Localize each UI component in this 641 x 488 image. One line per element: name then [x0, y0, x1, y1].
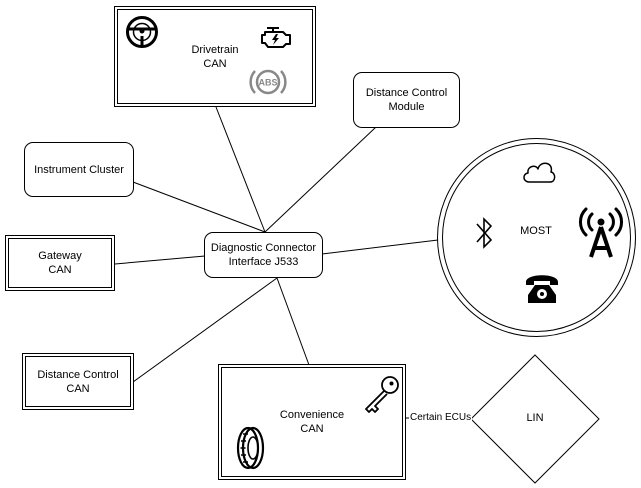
drivetrain-can-box[interactable]: Drivetrain CAN	[114, 6, 316, 107]
lin-diamond[interactable]	[470, 354, 600, 484]
edge-cluster-diagnostic	[132, 181, 266, 233]
most-ring[interactable]	[436, 137, 637, 338]
edge-distance-module-diagnostic	[264, 126, 377, 233]
convenience-can-box[interactable]: Convenience CAN	[218, 364, 406, 480]
edge-drivetrain-diagnostic	[215, 106, 266, 233]
cloud-icon	[523, 162, 556, 183]
edge-distance-can-diagnostic	[132, 277, 278, 383]
distance-control-module-box[interactable]: Distance Control Module	[353, 72, 460, 128]
diagnostic-connector-label: Diagnostic Connector Interface J533	[210, 242, 317, 268]
engine-warning-icon	[261, 27, 291, 48]
distance-control-can-box[interactable]: Distance Control CAN	[22, 353, 134, 410]
svg-text:ABS: ABS	[258, 78, 277, 88]
certain-ecus-label: Certain ECUs	[409, 412, 473, 424]
most-label: MOST	[520, 225, 552, 237]
distance-control-module-label: Distance Control Module	[365, 87, 448, 113]
gateway-can-label: Gateway CAN	[38, 250, 82, 276]
bluetooth-icon	[476, 217, 493, 249]
distance-control-can-label: Distance Control CAN	[37, 368, 119, 395]
edge-gateway-diagnostic	[114, 255, 206, 265]
drivetrain-can-label: Drivetrain CAN	[191, 43, 239, 70]
lin-label: LIN	[526, 412, 544, 424]
instrument-cluster-box[interactable]: Instrument Cluster	[24, 142, 134, 197]
instrument-cluster-label: Instrument Cluster	[34, 163, 124, 176]
telephone-icon	[526, 275, 558, 303]
convenience-can-label: Convenience CAN	[279, 409, 345, 435]
antenna-icon	[579, 207, 623, 258]
car-key-icon	[365, 376, 399, 413]
tire-icon	[236, 426, 265, 470]
diagnostic-connector-box[interactable]: Diagnostic Connector Interface J533	[204, 232, 323, 278]
edge-convenience-diagnostic	[276, 277, 310, 366]
gateway-can-box[interactable]: Gateway CAN	[5, 235, 115, 291]
abs-warning-icon: ABS	[249, 69, 287, 95]
steering-wheel-icon	[126, 16, 158, 48]
edge-most-diagnostic	[321, 239, 439, 255]
